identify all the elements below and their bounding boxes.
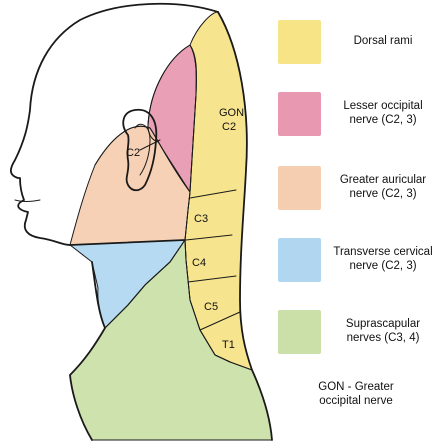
head-outline — [9, 2, 219, 246]
back-neck-outline — [217, 11, 273, 441]
segment-divider-c5-t1 — [199, 311, 241, 331]
legend-label-dorsal-rami: Dorsal rami — [326, 34, 440, 48]
t1-label: T1 — [222, 339, 235, 351]
legend-label-line2: nerve (C2, 3) — [349, 188, 417, 200]
legend-label-greater-auricular: Greater auricular nerve (C2, 3) — [326, 173, 440, 201]
greater-auricular-boundary — [94, 125, 191, 193]
legend-label-line2: nerves (C3, 4) — [346, 332, 420, 344]
legend-label-line1: Suprascapular — [345, 318, 421, 330]
segment-divider-c2-c3 — [189, 189, 237, 199]
ear-inner — [134, 123, 151, 176]
dorsal-rami-front-boundary — [184, 191, 231, 363]
legend-swatch-dorsal-rami — [278, 20, 321, 64]
c4-label: C4 — [192, 257, 206, 269]
ear-pointer-line — [139, 139, 161, 151]
c5-label: C5 — [204, 301, 218, 313]
footnote-line2: occipital nerve — [319, 395, 393, 407]
legend-label-line1: Dorsal rami — [353, 35, 413, 47]
legend-swatch-greater-auricular — [278, 166, 321, 210]
legend-swatch-suprascapular — [278, 310, 321, 354]
segment-divider-c3-c4 — [185, 234, 233, 241]
legend-label-lesser-occipital: Lesser occipital nerve (C2, 3) — [326, 99, 440, 127]
legend-label-line2: nerve (C2, 3) — [349, 260, 417, 272]
mouth-line — [14, 199, 41, 202]
ear-outline — [122, 108, 158, 192]
transverse-suprascapular-boundary — [104, 239, 186, 329]
footnote-line1: GON - Greater — [318, 381, 394, 393]
legend-label-suprascapular: Suprascapular nerves (C3, 4) — [326, 317, 440, 345]
legend-label-line2: nerve (C2, 3) — [349, 114, 417, 126]
c2-label: C2 — [222, 121, 236, 133]
legend-label-line1: Lesser occipital — [343, 100, 423, 112]
legend-swatch-lesser-occipital — [278, 92, 321, 136]
lesser-occipital-front-boundary — [147, 44, 191, 143]
lesser-occipital-boundary — [189, 44, 197, 193]
chin-jaw-line — [69, 239, 186, 246]
gon-label: GON — [219, 107, 244, 119]
ear-c2-label: C2 — [126, 147, 140, 159]
legend-label-line1: Transverse cervical — [333, 246, 433, 258]
gon-footnote: GON - Greater occipital nerve — [276, 380, 436, 408]
legend-swatch-transverse-cervical — [278, 238, 321, 282]
front-neck-outline — [69, 261, 106, 441]
legend-label-line1: Greater auricular — [339, 174, 427, 186]
c3-label: C3 — [194, 213, 208, 225]
segment-divider-c4-c5 — [187, 275, 237, 283]
legend-label-transverse-cervical: Transverse cervical nerve (C2, 3) — [326, 245, 440, 273]
